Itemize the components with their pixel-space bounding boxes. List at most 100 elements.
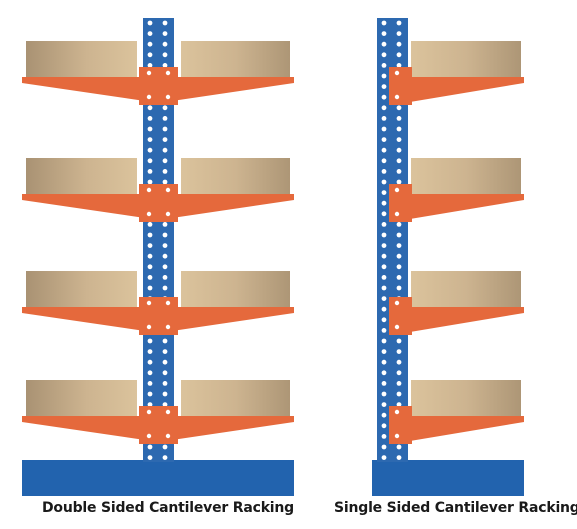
column-hole <box>396 126 402 132</box>
bracket-hole <box>146 300 152 306</box>
column-hole <box>147 275 153 280</box>
load-block-left <box>26 41 137 77</box>
load-block-right <box>181 271 290 307</box>
column-hole <box>381 455 387 460</box>
column-hole <box>381 391 387 397</box>
column-hole <box>396 232 402 238</box>
bracket-holes <box>146 187 171 217</box>
single-sided-rack <box>372 18 524 496</box>
column-hole <box>147 147 153 153</box>
rack-level <box>389 41 524 105</box>
column-hole <box>381 63 387 68</box>
column-hole <box>147 338 153 344</box>
column-hole <box>381 338 387 344</box>
load-block-right <box>181 380 290 416</box>
column-hole <box>396 264 402 270</box>
column-hole <box>396 20 402 26</box>
column-hole <box>381 412 387 418</box>
column-hole <box>147 63 153 68</box>
column-hole <box>396 179 402 185</box>
column-hole <box>381 200 387 206</box>
rack-level <box>389 380 524 444</box>
column-hole <box>162 52 168 58</box>
bracket-hole <box>394 300 400 306</box>
column-hole <box>147 137 153 143</box>
column-hole <box>147 402 153 407</box>
column-hole <box>162 338 168 344</box>
arm-bracket <box>389 406 412 444</box>
column-hole <box>381 137 387 143</box>
column-hole <box>162 20 168 26</box>
column-hole <box>381 169 387 174</box>
column-hole <box>162 137 168 143</box>
column-hole <box>396 116 402 121</box>
bracket-hole <box>394 70 400 76</box>
arm-bracket <box>139 406 178 444</box>
column-hole <box>147 126 153 132</box>
column-hole <box>381 211 387 217</box>
column-hole <box>396 158 402 164</box>
column-hole <box>162 381 168 386</box>
column-hole <box>396 105 402 111</box>
arm-bracket <box>139 67 178 105</box>
column-hole <box>147 370 153 376</box>
load-block <box>411 271 521 307</box>
column-hole <box>162 402 168 407</box>
column-hole <box>147 349 153 354</box>
base-beam <box>22 460 294 496</box>
load-block <box>411 158 521 194</box>
bracket-holes <box>394 409 400 439</box>
column-hole <box>162 169 168 174</box>
column-hole <box>396 455 402 460</box>
arm-bracket <box>389 297 412 335</box>
column-hole <box>396 275 402 280</box>
column-hole <box>147 444 153 450</box>
column-hole <box>396 402 402 407</box>
base-beam <box>372 460 524 496</box>
bracket-hole <box>146 324 152 330</box>
load-block <box>411 41 521 77</box>
column-hole <box>147 391 153 397</box>
column-hole <box>381 349 387 354</box>
bracket-holes <box>146 409 171 439</box>
bracket-hole <box>146 94 152 100</box>
bracket-hole <box>146 187 152 193</box>
column-hole <box>381 116 387 121</box>
column-hole <box>396 169 402 174</box>
column-hole <box>147 222 153 227</box>
column-hole <box>381 147 387 153</box>
column-hole <box>381 222 387 227</box>
column-hole <box>381 275 387 280</box>
bracket-hole <box>394 324 400 330</box>
column-hole <box>396 253 402 259</box>
column-hole <box>162 264 168 270</box>
column-hole <box>162 116 168 121</box>
column-hole <box>381 370 387 376</box>
column-hole <box>396 243 402 249</box>
column-hole <box>381 94 387 100</box>
column-hole <box>396 285 402 291</box>
bracket-hole <box>146 211 152 217</box>
column-hole <box>162 41 168 47</box>
cantilever-arm-left <box>22 194 159 220</box>
column-hole <box>381 381 387 386</box>
bracket-hole <box>165 300 171 306</box>
column-hole <box>162 158 168 164</box>
bracket-hole <box>165 211 171 217</box>
column-hole <box>396 349 402 354</box>
bracket-hole <box>394 211 400 217</box>
column-hole <box>147 232 153 238</box>
column-hole <box>381 328 387 333</box>
cantilever-arm-right <box>158 416 294 442</box>
bracket-hole <box>165 94 171 100</box>
rack-level <box>22 41 294 105</box>
column-hole <box>396 370 402 376</box>
bracket-holes <box>394 300 400 330</box>
cantilever-arm-left <box>22 416 159 442</box>
bracket-holes <box>146 300 171 330</box>
column-hole <box>162 222 168 227</box>
column-hole <box>381 20 387 26</box>
load-block-left <box>26 271 137 307</box>
column-hole <box>381 402 387 407</box>
column-hole <box>396 381 402 386</box>
